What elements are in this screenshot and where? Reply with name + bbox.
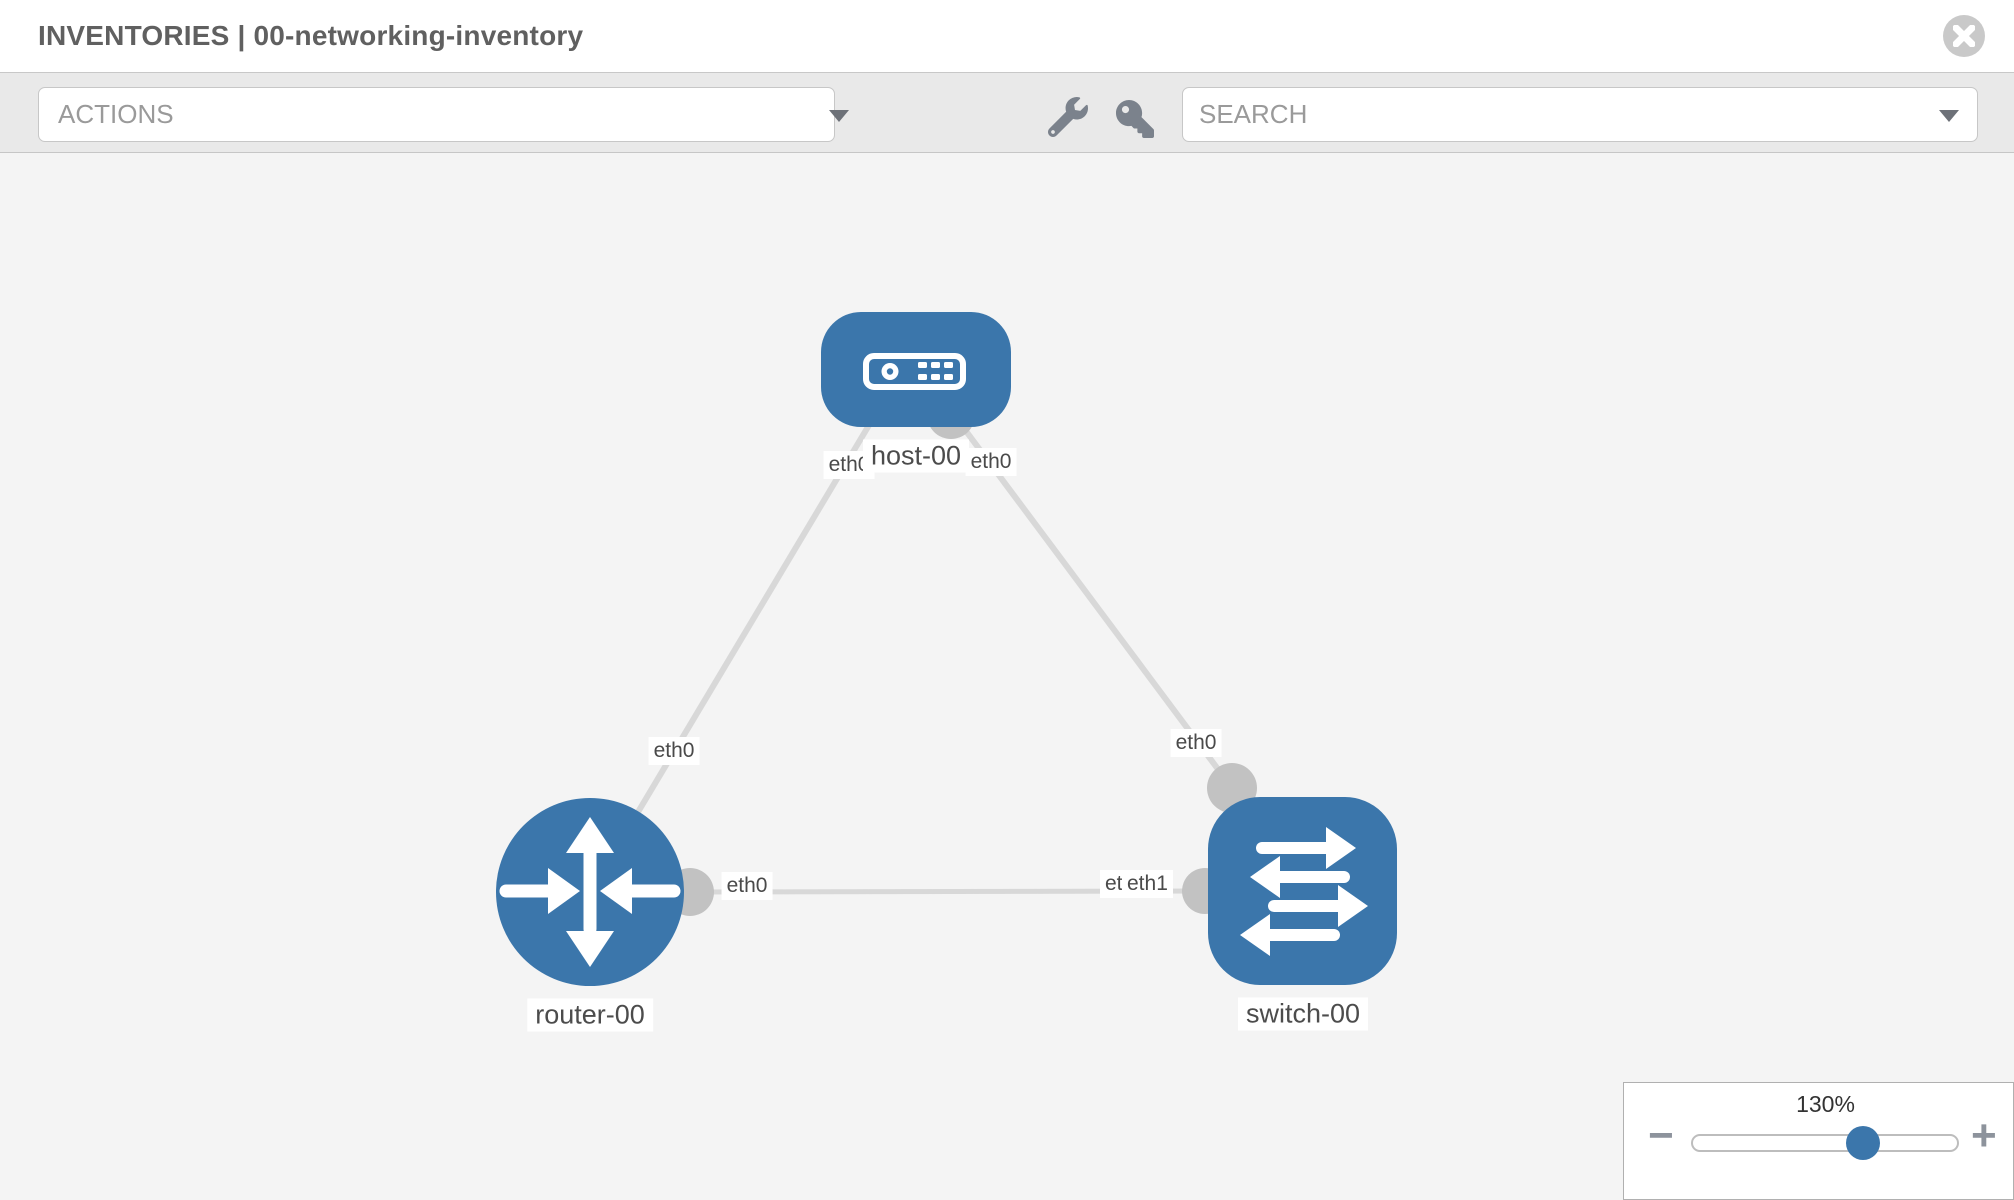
close-button[interactable] — [1943, 15, 1985, 57]
interface-label: eth0 — [721, 872, 773, 900]
node-label-switch: switch-00 — [1237, 997, 1369, 1031]
node-router-00[interactable] — [496, 798, 684, 986]
actions-dropdown[interactable]: ACTIONS — [38, 87, 849, 142]
interface-label: eth0 — [965, 448, 1017, 476]
zoom-slider-track[interactable] — [1691, 1134, 1959, 1152]
page-title: INVENTORIES | 00-networking-inventory — [38, 20, 584, 51]
wrench-button[interactable] — [1047, 97, 1088, 138]
switch-icon — [1240, 827, 1368, 956]
key-icon — [1116, 100, 1154, 142]
zoom-out-icon[interactable]: − — [1648, 1111, 1674, 1160]
topology-canvas[interactable]: eth0 eth0 eth0 eth0 eth0 eth0 eth1 host-… — [0, 153, 2014, 1200]
host-icon — [863, 353, 966, 390]
zoom-level: 130% — [1796, 1091, 1855, 1117]
node-switch-00[interactable] — [1208, 797, 1397, 985]
zoom-panel: 130% − + — [1623, 1082, 2014, 1200]
header: INVENTORIES | 00-networking-inventory — [0, 0, 2014, 72]
chevron-down-icon — [829, 110, 849, 122]
search-dropdown-label: SEARCH — [1199, 99, 1308, 129]
router-icon — [499, 817, 681, 967]
wrench-icon — [1047, 97, 1088, 141]
zoom-in-icon[interactable]: + — [1971, 1111, 1997, 1160]
interface-label: eth1 — [1122, 870, 1173, 898]
zoom-slider-thumb[interactable] — [1846, 1126, 1880, 1160]
actions-dropdown-label: ACTIONS — [58, 99, 174, 129]
search-dropdown[interactable]: SEARCH — [1182, 87, 1978, 142]
interface-label: eth0 — [1170, 729, 1222, 757]
interface-label: eth0 — [648, 737, 700, 765]
node-host-00[interactable] — [821, 312, 1011, 427]
toolbar: ACTIONS SEARCH — [0, 72, 2014, 153]
chevron-down-icon — [1939, 110, 1959, 122]
node-label-router: router-00 — [527, 998, 653, 1032]
key-button[interactable] — [1116, 100, 1156, 140]
node-label-host: host-00 — [862, 439, 970, 473]
